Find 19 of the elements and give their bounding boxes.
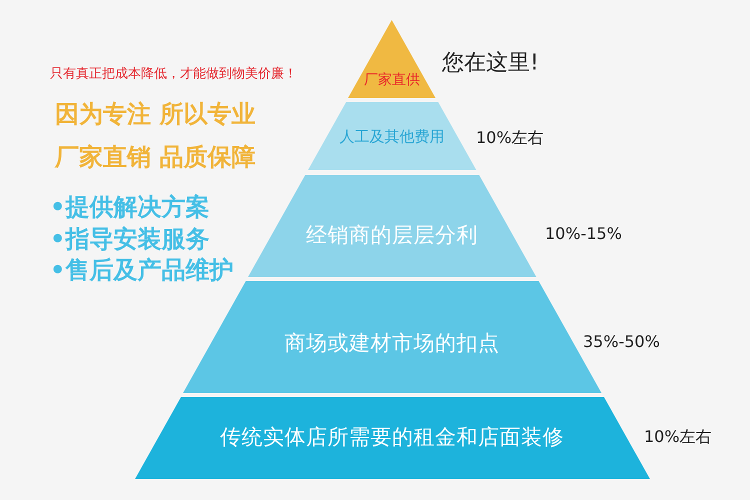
slogan-text: 只有真正把成本降低，才能做到物美价廉！ (50, 68, 297, 82)
tier-label: 人工及其他费用 (339, 128, 444, 146)
percentage-label: 35%-50% (583, 332, 660, 352)
pyramid-tier (248, 175, 536, 277)
headline-text: 因为专注 所以专业 (55, 101, 256, 129)
percentage-label: 10%左右 (644, 428, 712, 446)
headline-text: 厂家直销 品质保障 (55, 144, 256, 172)
percentage-label: 10%左右 (476, 128, 544, 148)
bullet-item: •提供解决方案 (50, 194, 210, 222)
pyramid-apex (348, 20, 436, 98)
tier-label: 商场或建材市场的扣点 (284, 330, 500, 356)
pyramid-tier (308, 102, 476, 170)
bullet-item: •指导安装服务 (50, 226, 210, 254)
pointer-note: 您在这里! (442, 50, 539, 76)
percentage-label: 10%-15% (545, 224, 622, 244)
tier-label: 厂家直供 (364, 72, 420, 88)
bullet-item: •售后及产品维护 (50, 257, 234, 285)
tier-label: 传统实体店所需要的租金和店面装修 (220, 424, 564, 450)
tier-label: 经销商的层层分利 (306, 222, 478, 248)
